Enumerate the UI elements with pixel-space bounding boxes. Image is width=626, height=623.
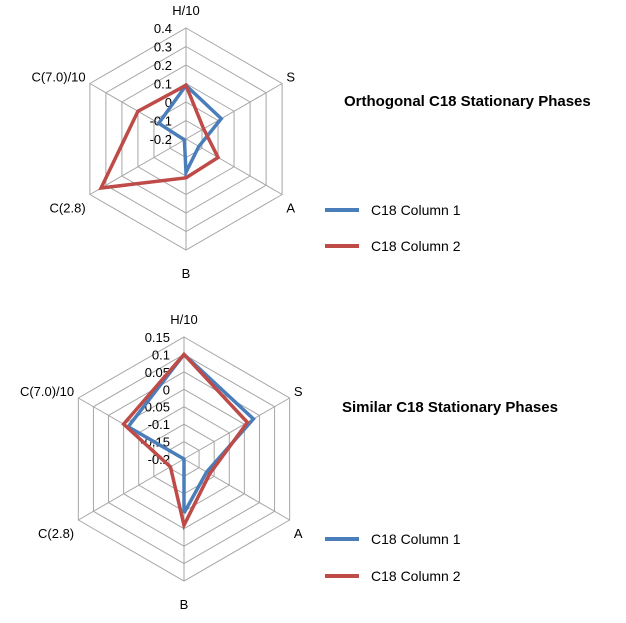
axis-label: B bbox=[182, 266, 191, 281]
axis-label: S bbox=[286, 70, 295, 85]
tick-label: 0 bbox=[165, 95, 172, 110]
chart2-legend-item-1: C18 Column 1 bbox=[325, 531, 461, 547]
tick-label: 0 bbox=[163, 382, 170, 397]
tick-label: 0.1 bbox=[154, 77, 172, 92]
axis-spoke bbox=[89, 138, 187, 195]
chart2-title: Similar C18 Stationary Phases bbox=[342, 399, 558, 416]
tick-label: 0.15 bbox=[145, 330, 170, 345]
chart1-legend-item-2: C18 Column 2 bbox=[325, 238, 461, 254]
legend-label: C18 Column 1 bbox=[371, 531, 461, 547]
axis-label: S bbox=[294, 384, 303, 399]
legend-swatch-blue bbox=[325, 208, 359, 212]
axis-label: C(7.0)/10 bbox=[20, 384, 74, 399]
legend-label: C18 Column 1 bbox=[371, 202, 461, 218]
chart1-legend-item-1: C18 Column 1 bbox=[325, 202, 461, 218]
axis-spoke bbox=[183, 458, 290, 521]
series-line-1 bbox=[156, 82, 224, 180]
axis-label: H/10 bbox=[172, 3, 199, 18]
axis-label: B bbox=[180, 597, 189, 612]
legend-swatch-red bbox=[325, 244, 359, 248]
series-line-2 bbox=[98, 82, 221, 191]
axis-spoke bbox=[185, 138, 283, 195]
axis-spoke bbox=[183, 397, 290, 460]
axis-label: H/10 bbox=[170, 312, 197, 327]
legend-label: C18 Column 2 bbox=[371, 238, 461, 254]
series-line-2 bbox=[121, 351, 250, 531]
tick-label: 0.3 bbox=[154, 40, 172, 55]
axis-label: C(7.0)/10 bbox=[31, 70, 85, 85]
legend-swatch-red bbox=[325, 574, 359, 578]
axis-label: A bbox=[294, 526, 303, 541]
tick-label: 0.4 bbox=[154, 21, 172, 36]
tick-label: -0.2 bbox=[150, 132, 172, 147]
chart2-legend-item-2: C18 Column 2 bbox=[325, 568, 461, 584]
legend-swatch-blue bbox=[325, 537, 359, 541]
axis-label: C(2.8) bbox=[38, 526, 74, 541]
axis-spoke bbox=[185, 83, 283, 140]
axis-spoke bbox=[78, 458, 185, 521]
chart1-title: Orthogonal C18 Stationary Phases bbox=[344, 93, 591, 110]
axis-label: C(2.8) bbox=[50, 201, 86, 216]
legend-label: C18 Column 2 bbox=[371, 568, 461, 584]
axis-label: A bbox=[286, 201, 295, 216]
tick-label: -0.1 bbox=[148, 417, 170, 432]
tick-label: 0.1 bbox=[152, 347, 170, 362]
tick-label: 0.2 bbox=[154, 58, 172, 73]
